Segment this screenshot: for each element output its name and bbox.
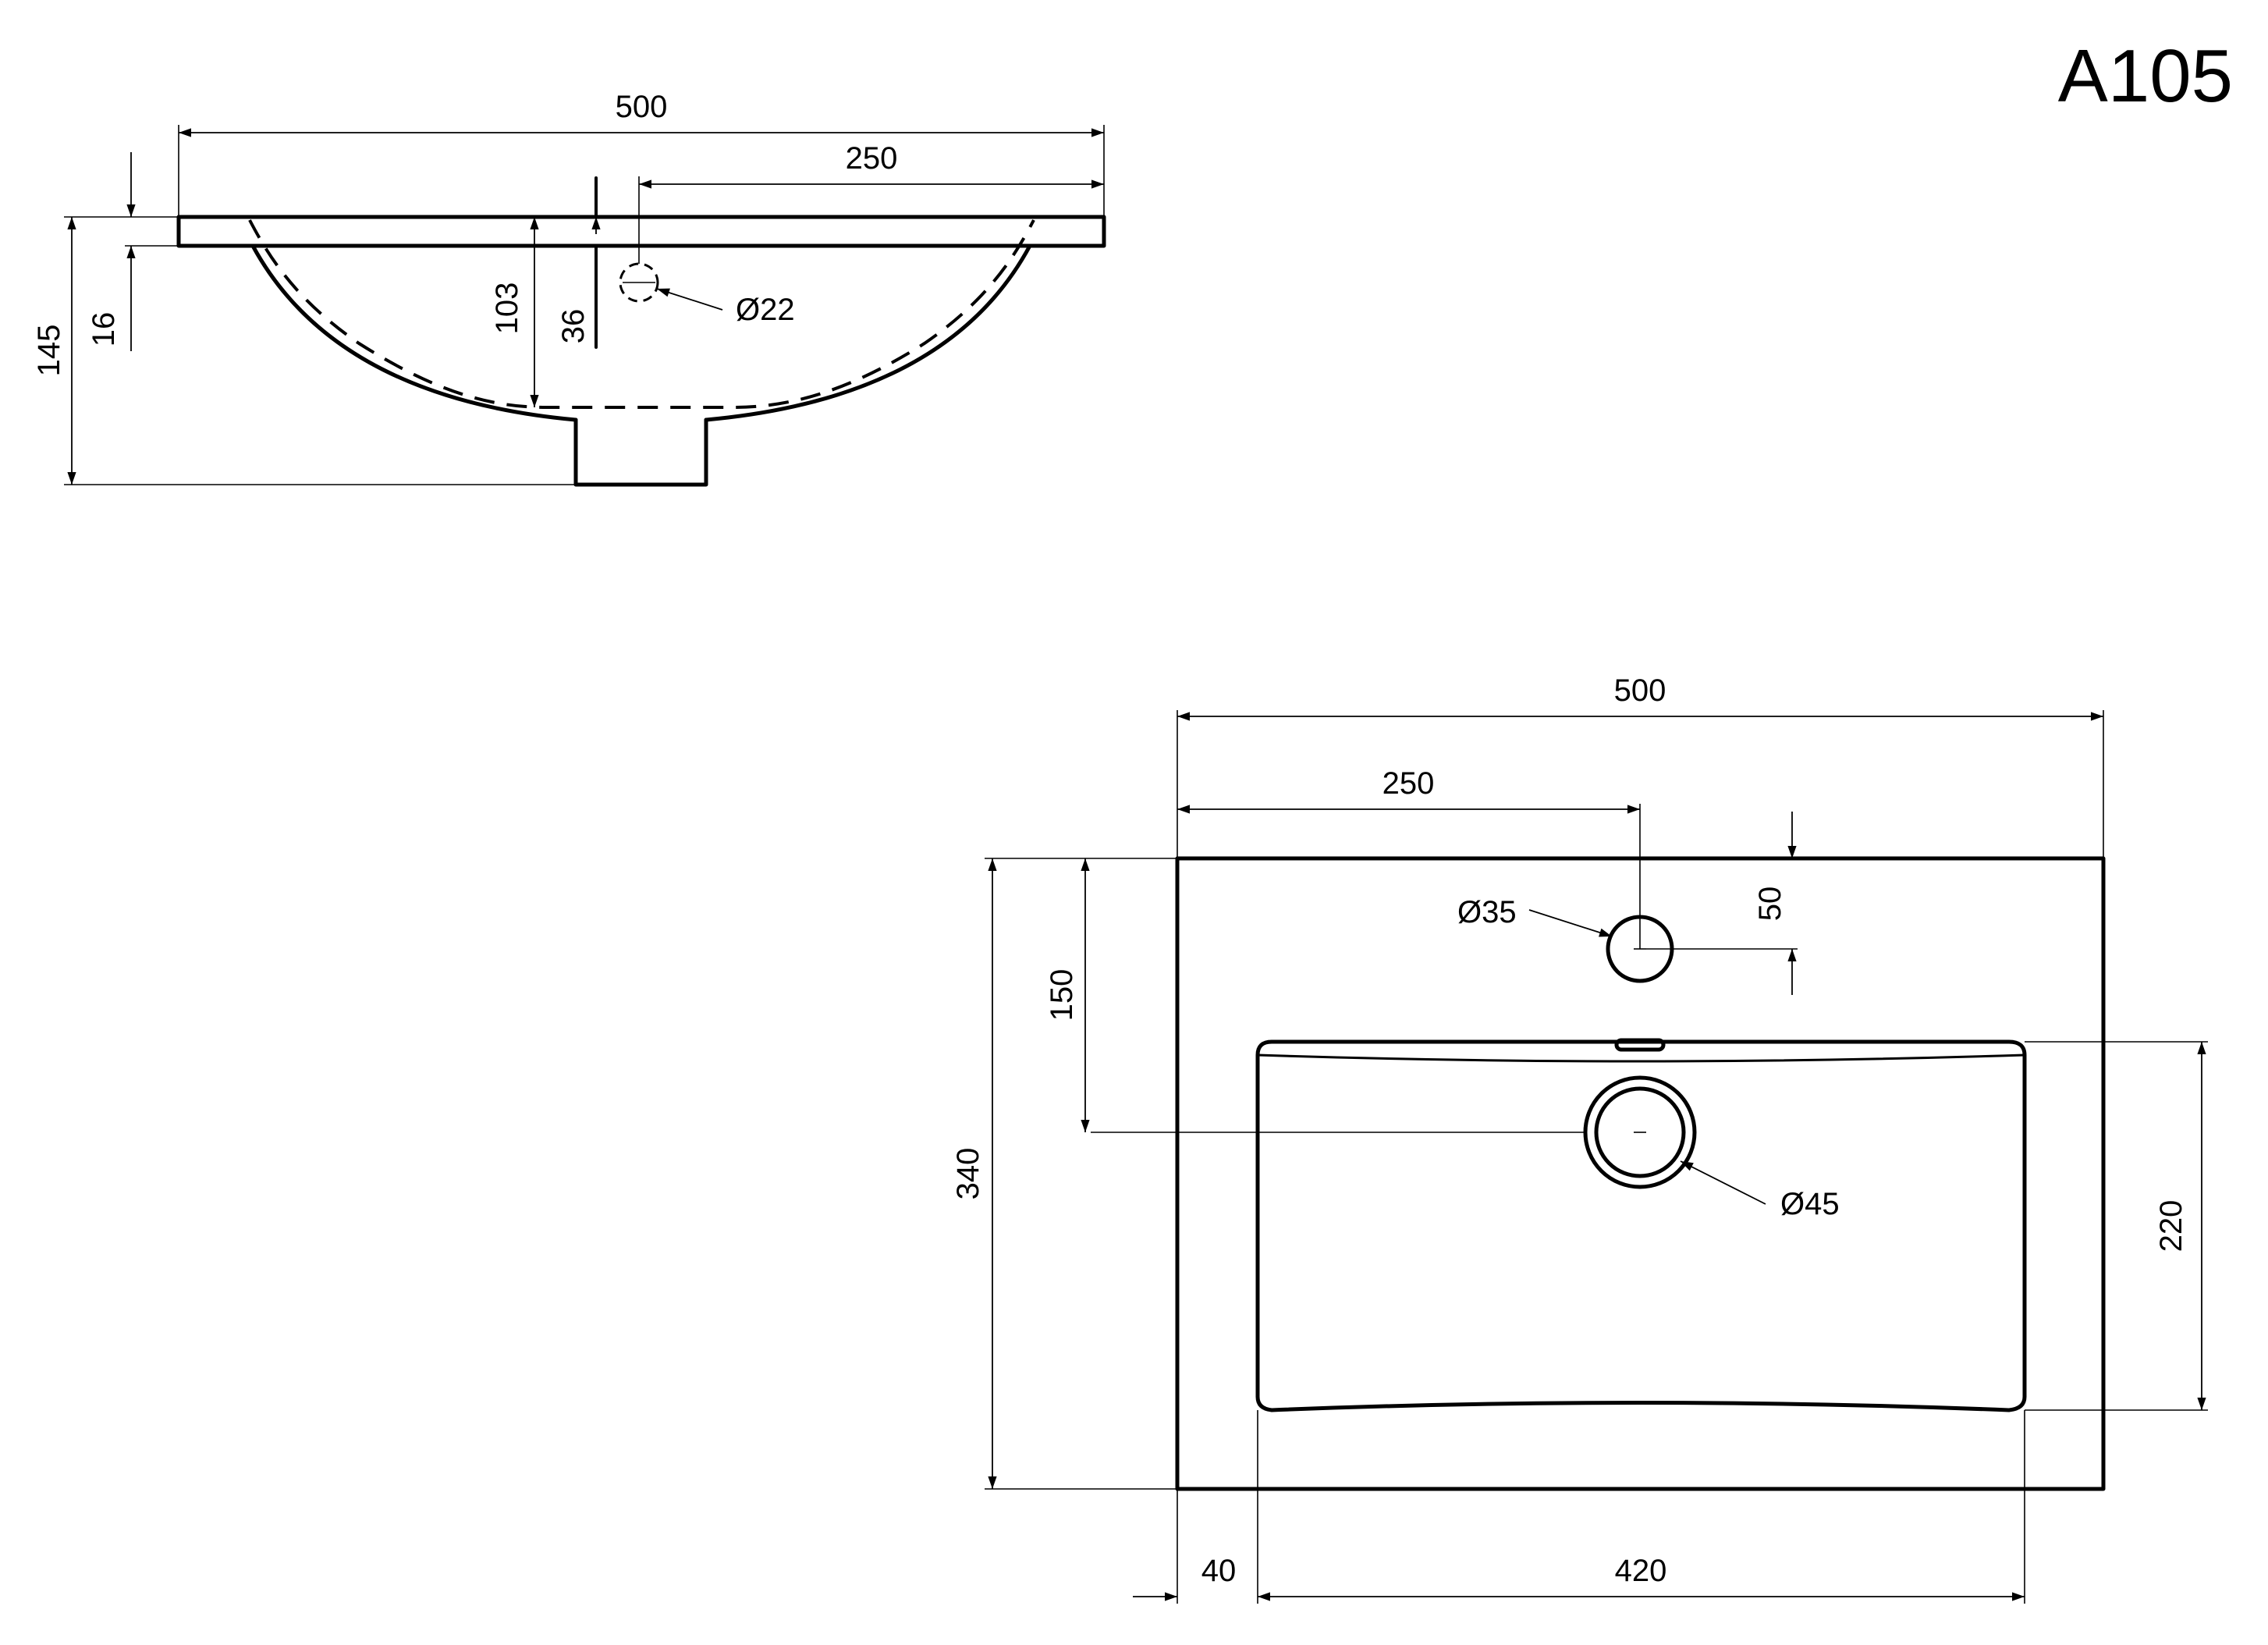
top-tap-leader bbox=[1528, 909, 1613, 937]
drawing-title: A105 bbox=[2058, 34, 2233, 118]
top-dim-420-label: 420 bbox=[1615, 1554, 1667, 1588]
side-rim bbox=[176, 215, 1106, 248]
top-drain-label: Ø45 bbox=[1780, 1187, 1840, 1221]
top-dim-500-label: 500 bbox=[1614, 673, 1666, 708]
side-overflow-label: Ø22 bbox=[736, 293, 795, 327]
side-overflow-leader bbox=[656, 288, 723, 311]
side-dim-16-label: 16 bbox=[87, 312, 121, 347]
top-tap-label: Ø35 bbox=[1457, 895, 1517, 929]
top-outline bbox=[1175, 856, 2106, 1491]
side-bowl-inner-hidden bbox=[248, 219, 1035, 409]
top-bowl-back-slope bbox=[1257, 1053, 2025, 1063]
top-dim-40-label: 40 bbox=[1201, 1554, 1237, 1588]
top-dim-340-label: 340 bbox=[951, 1148, 985, 1200]
top-drain-leader bbox=[1680, 1160, 1766, 1205]
side-dim-36-label: 36 bbox=[556, 309, 591, 344]
side-bowl-outer bbox=[250, 243, 1032, 422]
top-dim-250-label: 250 bbox=[1382, 766, 1435, 801]
side-overflow-hole bbox=[619, 262, 659, 303]
side-dim-250-label: 250 bbox=[846, 141, 898, 176]
top-dim-150-label: 150 bbox=[1045, 969, 1079, 1021]
side-view: 500 250 145 16 103 36 Ø22 bbox=[32, 90, 1106, 487]
top-dim-220-label: 220 bbox=[2154, 1200, 2188, 1252]
top-overflow-slot bbox=[1614, 1038, 1666, 1052]
side-dim-145-label: 145 bbox=[32, 325, 66, 377]
top-view: 500 250 50 Ø35 340 150 Ø45 220 bbox=[951, 673, 2208, 1604]
top-drain-inner bbox=[1594, 1086, 1686, 1178]
side-drain-outlet bbox=[573, 417, 708, 487]
side-dim-103-label: 103 bbox=[490, 282, 524, 335]
side-dim-500-label: 500 bbox=[616, 90, 668, 124]
top-dim-50-label: 50 bbox=[1753, 886, 1787, 922]
top-bowl-outline bbox=[1255, 1039, 2027, 1412]
